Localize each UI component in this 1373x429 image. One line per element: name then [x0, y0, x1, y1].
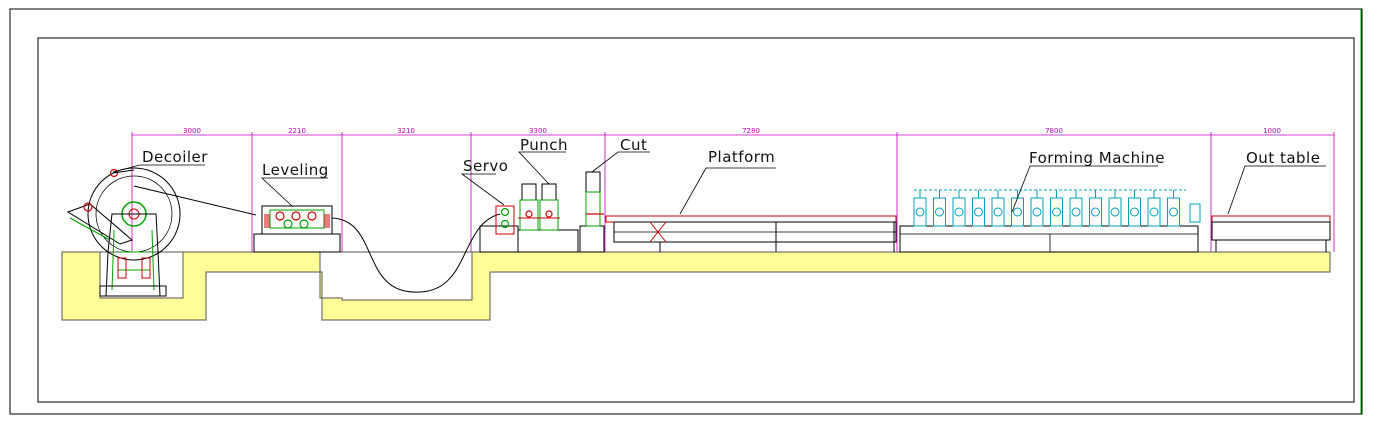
label-forming-machine: Forming Machine	[1029, 149, 1165, 167]
inner-frame	[37, 37, 1355, 403]
dimension-decoiler: 3000	[183, 127, 201, 135]
punch-machine	[517, 183, 579, 253]
foundation-floor	[61, 251, 1331, 321]
forming-roller	[1071, 207, 1081, 217]
out-table	[1211, 215, 1331, 252]
forming-roller	[1091, 207, 1100, 217]
label-servo: Servo	[463, 157, 508, 175]
material-loop	[331, 213, 501, 293]
dimension-leveling: 2210	[288, 127, 306, 135]
forming-roller	[1169, 207, 1178, 217]
forming-roller	[1013, 207, 1022, 217]
label-out-table: Out table	[1246, 149, 1320, 167]
forming-machine	[899, 189, 1201, 253]
label-platform: Platform	[708, 148, 775, 166]
dimension-loop: 3210	[397, 127, 415, 135]
forming-stations	[913, 190, 1180, 227]
leveling-machine	[253, 205, 341, 253]
label-punch: Punch	[520, 136, 568, 154]
decoiler-machine	[66, 167, 257, 297]
label-leveling: Leveling	[262, 161, 329, 179]
platform-table	[605, 215, 897, 252]
dimension-out-table: 1000	[1263, 127, 1281, 135]
servo-feeder	[479, 205, 519, 253]
cut-machine	[579, 171, 605, 253]
forming-roller	[974, 207, 983, 217]
forming-roller	[1032, 207, 1042, 217]
forming-roller	[954, 207, 964, 217]
dimension-forming: 7800	[1045, 127, 1063, 135]
forming-roller	[1130, 207, 1139, 217]
forming-roller	[1052, 207, 1061, 217]
label-cut: Cut	[620, 136, 647, 154]
dimension-servo-punch: 3300	[529, 127, 547, 135]
forming-roller	[993, 207, 1003, 217]
outer-frame	[9, 8, 1363, 415]
label-decoiler: Decoiler	[142, 148, 208, 166]
leader-lines	[112, 151, 1326, 215]
forming-roller	[1110, 207, 1120, 217]
dimension-chain	[131, 132, 1335, 252]
forming-roller	[915, 207, 925, 217]
forming-roller	[1149, 207, 1159, 217]
dimension-platform: 7280	[742, 127, 760, 135]
forming-roller	[935, 207, 944, 217]
